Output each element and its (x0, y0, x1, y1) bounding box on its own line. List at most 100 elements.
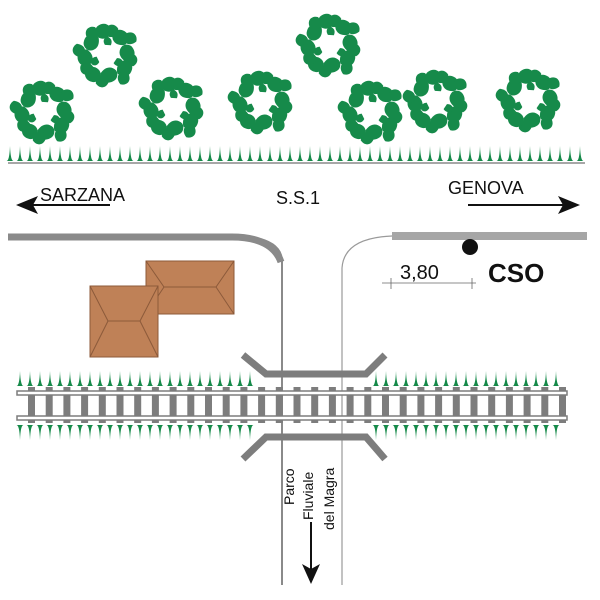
hedge-spike (146, 425, 154, 440)
hedge-spike (186, 146, 194, 161)
hedge-spike (512, 371, 520, 386)
point-marker-icon (462, 239, 478, 255)
hedge-spike (116, 146, 124, 161)
hedge-spike (16, 371, 24, 386)
hedge-spike (156, 146, 164, 161)
railway-tie (541, 387, 549, 423)
hedge-spike (372, 371, 380, 386)
hedge-spike (106, 146, 114, 161)
hedge-spike (166, 425, 174, 440)
railway-tie (435, 387, 443, 423)
hedge-spike (326, 146, 334, 161)
railway-tie (116, 387, 124, 423)
hedge-railway-south (16, 425, 560, 440)
hedge-spike (376, 146, 384, 161)
hedge-spike (116, 425, 124, 440)
hedge-spike (246, 425, 254, 440)
hedge-spike (256, 146, 264, 161)
hedge-spike (516, 146, 524, 161)
hedge-spike (522, 425, 530, 440)
hedge-spike (412, 371, 420, 386)
railway-tie (134, 387, 142, 423)
railway-icon (16, 387, 568, 423)
hedge-spike (26, 425, 34, 440)
hedge-spike (196, 425, 204, 440)
east-destination-label: GENOVA (448, 178, 524, 198)
hedge-spike (386, 146, 394, 161)
hedge-spike (236, 146, 244, 161)
hedge-spike (146, 146, 154, 161)
hedge-spike (492, 371, 500, 386)
hedge-spike (196, 146, 204, 161)
railway-tie (399, 387, 407, 423)
hedge-spike (372, 425, 380, 440)
railway-tie (222, 387, 230, 423)
hedge-spike (336, 146, 344, 161)
hedge-spike (392, 425, 400, 440)
hedge-spike (176, 146, 184, 161)
hedge-spike (26, 146, 34, 161)
hedge-spike (56, 425, 64, 440)
railway-tie (452, 387, 460, 423)
hedge-spike (482, 371, 490, 386)
hedge-spike (236, 371, 244, 386)
tree-icon (337, 80, 403, 145)
hedge-spike (106, 425, 114, 440)
hedge-spike (86, 146, 94, 161)
road-curb-west (8, 233, 285, 264)
hedge-spike (216, 425, 224, 440)
crossing-barrier-north (240, 352, 388, 378)
hedge-spike (136, 371, 144, 386)
hedge-top (6, 146, 584, 161)
hedge-spike (436, 146, 444, 161)
hedge-spike (266, 146, 274, 161)
railway-tie (98, 387, 106, 423)
hedge-spike (452, 371, 460, 386)
hedge-spike (96, 371, 104, 386)
hedge-spike (456, 146, 464, 161)
tree-icon (402, 69, 468, 134)
hedge-spike (176, 425, 184, 440)
hedge-spike (46, 425, 54, 440)
hedge-spike (56, 371, 64, 386)
railway-tie (311, 387, 319, 423)
hedge-railway-north (16, 371, 560, 386)
hedge-spike (126, 146, 134, 161)
south-arrow (302, 522, 320, 584)
hedge-spike (66, 425, 74, 440)
hedge-spike (502, 425, 510, 440)
hedge-spike (226, 371, 234, 386)
hedge-spike (66, 371, 74, 386)
hedge-spike (26, 371, 34, 386)
hedge-spike (542, 425, 550, 440)
hedge-spike (286, 146, 294, 161)
hedge-spike (176, 371, 184, 386)
railway-tie (81, 387, 89, 423)
railway-tie (364, 387, 372, 423)
hedge-spike (406, 146, 414, 161)
hedge-spike (492, 425, 500, 440)
railway-tie (45, 387, 53, 423)
railway-tie (523, 387, 531, 423)
hedge-spike (306, 146, 314, 161)
railway-tie (151, 387, 159, 423)
hedge-spike (416, 146, 424, 161)
side-road-label-line2: Fluviale (300, 472, 316, 520)
hedge-spike (166, 146, 174, 161)
hedge-spike (446, 146, 454, 161)
hedge-spike (206, 371, 214, 386)
hedge-spike (526, 146, 534, 161)
road-curb-east (392, 232, 587, 240)
hedge-spike (76, 425, 84, 440)
hedge-spike (576, 146, 584, 161)
tree-icon (9, 80, 75, 145)
hedge-spike (486, 146, 494, 161)
tree-icon (138, 76, 204, 141)
hedge-spike (296, 146, 304, 161)
hedge-spike (156, 425, 164, 440)
hedge-spike (226, 146, 234, 161)
hedge-spike (226, 425, 234, 440)
railway-tie (293, 387, 301, 423)
hedge-spike (146, 371, 154, 386)
